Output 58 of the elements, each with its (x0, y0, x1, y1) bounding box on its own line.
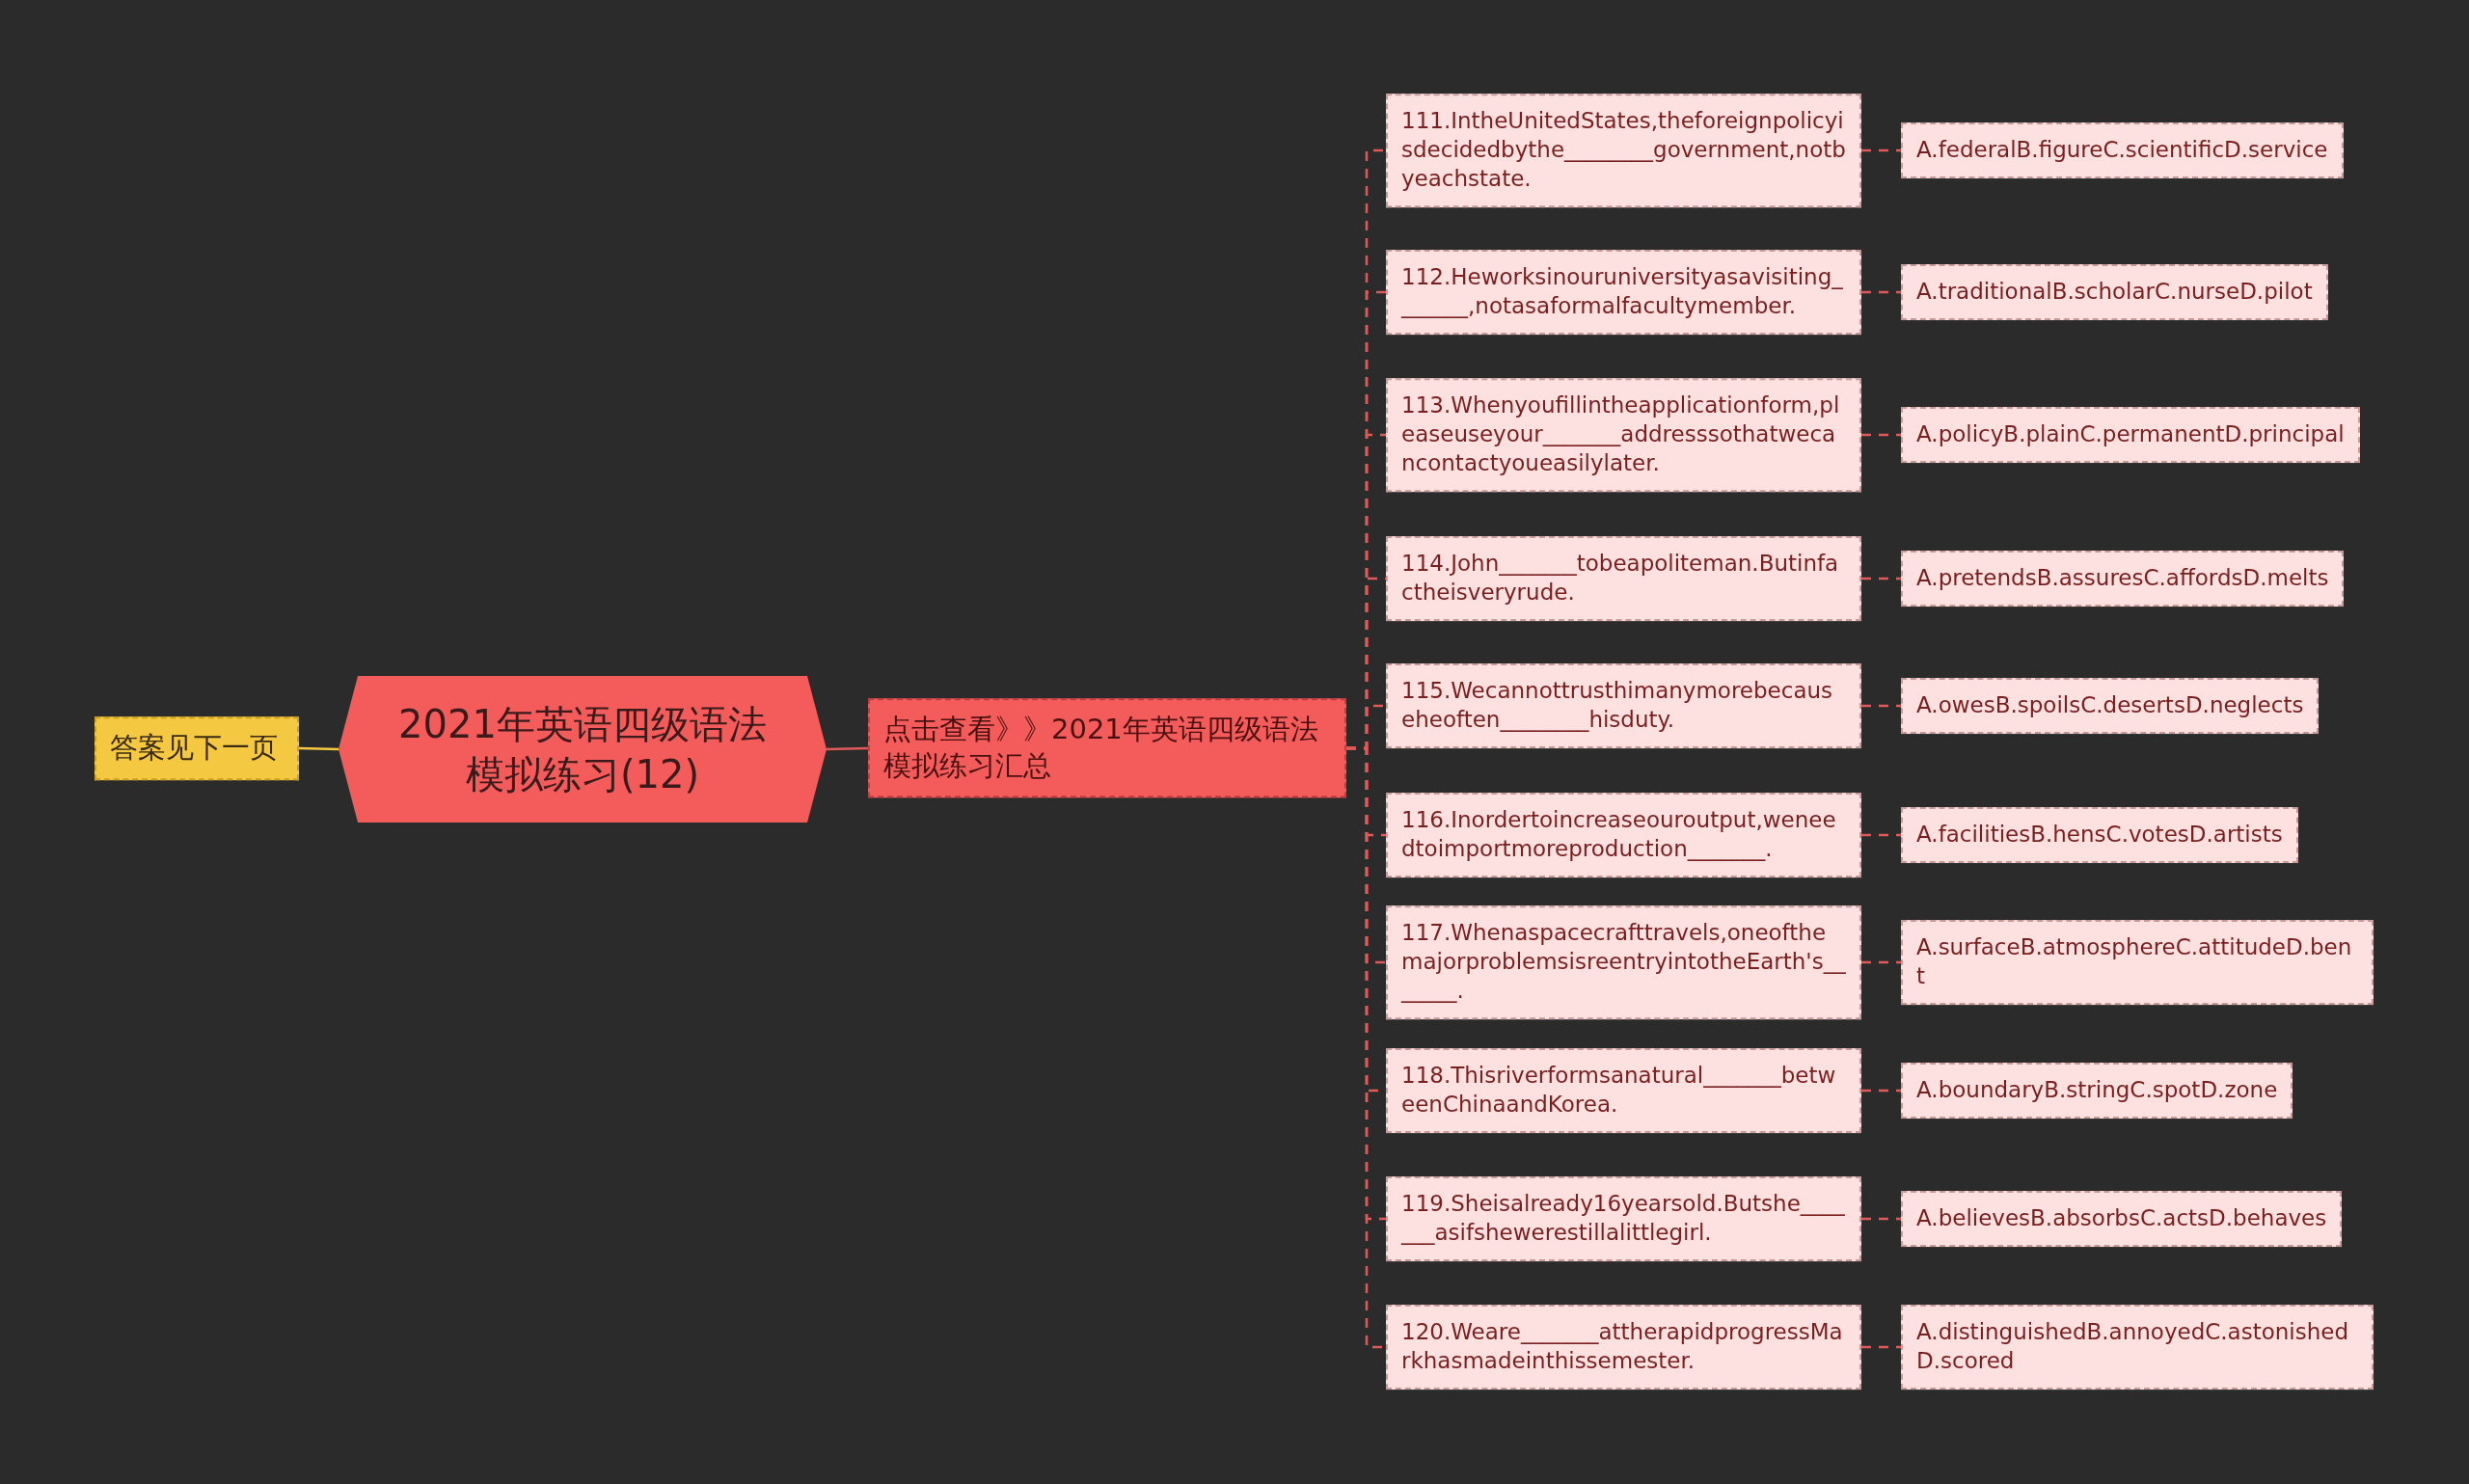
answer-box (1901, 1191, 2343, 1247)
node-text: 112.Heworksinouruniversityasavisiting_______,notasaformalfacultymember. (1401, 263, 1844, 320)
node-text: 111.IntheUnitedStates,theforeignpolicyisdecidedbythe________government,notbyeachstate. (1401, 107, 1846, 193)
question-box (1386, 94, 1861, 207)
answer-box (1901, 264, 2328, 320)
question-box (1386, 378, 1861, 492)
node-text: 2021年英语四级语法模拟练习(12) (397, 701, 768, 798)
answer-box (1901, 1305, 2374, 1390)
question-box (1386, 1305, 1861, 1390)
node-text: 115.Wecannottrusthimanymorebecauseheoften________hisduty. (1401, 677, 1834, 734)
node-text: A.believesB.absorbsC.actsD.behaves (1916, 1204, 2327, 1233)
answer-box (1901, 807, 2298, 863)
node-text: A.distinguishedB.annoyedC.astonishedD.scored (1916, 1318, 2350, 1375)
connector-line (826, 746, 869, 751)
question-box (1386, 663, 1861, 748)
node-text: A.policyB.plainC.permanentD.principal (1916, 420, 2345, 449)
node-text: 113.Whenyoufillintheapplicationform,pleaseuseyour_______addresssothatwecancontactyoueasilylater. (1401, 391, 1841, 477)
connector-line (1861, 704, 1901, 708)
connector-line (1861, 960, 1901, 964)
answer-box (1901, 1063, 2293, 1119)
link-box (868, 698, 1346, 798)
answer-box (1901, 678, 2320, 734)
node-text: A.federalB.figureC.scientificD.service (1916, 136, 2328, 165)
connector-line (1861, 1217, 1901, 1221)
question-box (1386, 536, 1861, 621)
node-text: 114.John_______tobeapoliteman.Butinfactheisveryrude. (1401, 550, 1840, 607)
connector-line (1861, 577, 1901, 580)
question-box (1386, 905, 1861, 1019)
node-text: 120.Weare_______attherapidprogressMarkhasmadeinthissemester. (1401, 1318, 1844, 1375)
hexagon-node (339, 676, 827, 823)
answer-box (1901, 551, 2345, 607)
node-text: 119.Sheisalready16yearsold.Butshe_______asifshewerestillalittlegirl. (1401, 1190, 1846, 1247)
node-text: A.pretendsB.assuresC.affordsD.melts (1916, 564, 2329, 593)
answer-box (1901, 122, 2344, 178)
node-text: 118.Thisriverformsanatural_______betweenChinaandKorea. (1401, 1062, 1837, 1119)
question-box (1386, 1048, 1861, 1133)
connector-line (1861, 433, 1901, 437)
question-box (1386, 793, 1861, 877)
node-text: A.boundaryB.stringC.spotD.zone (1916, 1076, 2278, 1105)
connector-line (1861, 1345, 1901, 1349)
connector-line (1861, 833, 1901, 837)
node-text: A.surfaceB.atmosphereC.attitudeD.bent (1916, 933, 2353, 990)
node-text: 点击查看》》2021年英语四级语法模拟练习汇总 (883, 712, 1319, 784)
connector-line (1861, 1089, 1901, 1093)
answer-box (1901, 920, 2374, 1005)
answer-box (1901, 407, 2360, 463)
connector-line (1861, 148, 1901, 152)
node-text: 116.Inordertoincreaseouroutput,weneedtoimportmoreproduction_______. (1401, 806, 1837, 863)
question-box (1386, 250, 1861, 335)
node-text: A.owesB.spoilsC.desertsD.neglects (1916, 691, 2304, 720)
connector-line (1861, 290, 1901, 294)
node-text: A.facilitiesB.hensC.votesD.artists (1916, 821, 2283, 850)
node-text: 117.Whenaspacecrafttravels,oneofthemajorproblemsisreentryintotheEarth's_______. (1401, 919, 1846, 1005)
node-text: 答案见下一页 (110, 730, 279, 767)
question-box (1386, 1176, 1861, 1261)
note-box (95, 716, 299, 780)
connector-line (298, 746, 339, 751)
node-text: A.traditionalB.scholarC.nurseD.pilot (1916, 278, 2313, 307)
